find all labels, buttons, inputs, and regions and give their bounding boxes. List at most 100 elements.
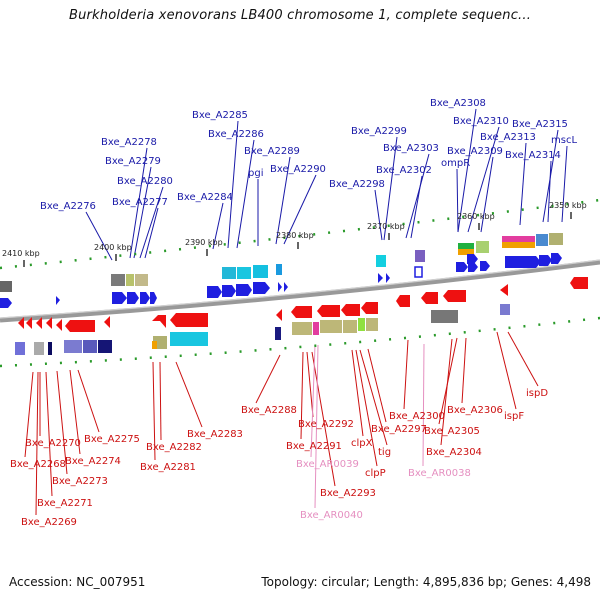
- forward-label-bxe_a2308[interactable]: Bxe_A2308: [430, 98, 486, 109]
- reverse-leader-line: [403, 339, 409, 410]
- forward-leader-line: [410, 175, 423, 239]
- forward-label-bxe_a2289[interactable]: Bxe_A2289: [244, 146, 300, 157]
- reverse-leader-line: [306, 351, 314, 418]
- reverse-label-bxe_a2293[interactable]: Bxe_A2293: [320, 488, 376, 499]
- forward-label-bxe_a2285[interactable]: Bxe_A2285: [192, 110, 248, 121]
- reverse-label-bxe_a2270[interactable]: Bxe_A2270: [25, 438, 81, 449]
- reverse-cog-blocks: [15, 304, 510, 355]
- rna-leader-line: [310, 344, 316, 458]
- reverse-label-bxe_a2291[interactable]: Bxe_A2291: [286, 441, 342, 452]
- forward-label-ompr[interactable]: ompR: [441, 158, 470, 169]
- reverse-label-clpx[interactable]: clpX: [351, 438, 373, 449]
- reverse-label-bxe_a2281[interactable]: Bxe_A2281: [140, 462, 196, 473]
- forward-leader-line: [467, 126, 500, 233]
- forward-label-bxe_a2303[interactable]: Bxe_A2303: [383, 143, 439, 154]
- kbp-tick-2350-kbp: 2350 kbp: [549, 201, 587, 210]
- kbp-tick-2370-kbp: 2370 kbp: [367, 222, 405, 231]
- forward-leader-line: [519, 142, 527, 226]
- reverse-label-bxe_a2283[interactable]: Bxe_A2283: [187, 429, 243, 440]
- map-title: Burkholderia xenovorans LB400 chromosome…: [68, 8, 532, 23]
- forward-label-bxe_a2314[interactable]: Bxe_A2314: [505, 150, 561, 161]
- forward-leader-line: [236, 139, 255, 249]
- label-leader-lines: [24, 108, 568, 516]
- forward-label-bxe_a2279[interactable]: Bxe_A2279: [105, 156, 161, 167]
- reverse-label-bxe_a2288[interactable]: Bxe_A2288: [241, 405, 297, 416]
- reverse-label-tig[interactable]: tig: [378, 447, 391, 458]
- forward-leader-line: [547, 160, 552, 223]
- kbp-tick-2360-kbp: 2360 kbp: [457, 212, 495, 221]
- reverse-leader-line: [175, 361, 203, 428]
- forward-leader-line: [405, 153, 430, 239]
- forward-label-pgi[interactable]: pgi: [248, 168, 263, 179]
- forward-leader-line: [212, 202, 224, 250]
- forward-label-bxe_a2286[interactable]: Bxe_A2286: [208, 129, 264, 140]
- reverse-label-bxe_a2275[interactable]: Bxe_A2275: [84, 434, 140, 445]
- reverse-label-bxe_a2273[interactable]: Bxe_A2273: [52, 476, 108, 487]
- reverse-label-bxe_a2306[interactable]: Bxe_A2306: [447, 405, 503, 416]
- reverse-leader-line: [45, 371, 53, 497]
- kbp-tick-2390-kbp: 2390 kbp: [185, 238, 223, 247]
- kbp-tick-2410-kbp: 2410 kbp: [2, 249, 40, 258]
- forward-label-bxe_a2298[interactable]: Bxe_A2298: [329, 179, 385, 190]
- forward-label-bxe_a2278[interactable]: Bxe_A2278: [101, 137, 157, 148]
- reverse-label-bxe_a2297[interactable]: Bxe_A2297: [371, 424, 427, 435]
- chromosome-backbone-highlight: [0, 259, 600, 319]
- reverse-label-bxe_a2268[interactable]: Bxe_A2268: [10, 459, 66, 470]
- forward-leader-line: [129, 147, 148, 259]
- forward-label-bxe_a2277[interactable]: Bxe_A2277: [112, 197, 168, 208]
- forward-label-bxe_a2284[interactable]: Bxe_A2284: [177, 192, 233, 203]
- forward-cog-blocks: [0, 233, 563, 292]
- forward-label-mscl[interactable]: mscL: [551, 135, 577, 146]
- forward-label-bxe_a2290[interactable]: Bxe_A2290: [270, 164, 326, 175]
- forward-label-bxe_a2309[interactable]: Bxe_A2309: [447, 146, 503, 157]
- forward-leader-line: [283, 174, 317, 245]
- reverse-leader-line: [77, 369, 100, 433]
- forward-leader-line: [85, 211, 113, 261]
- forward-label-bxe_a2302[interactable]: Bxe_A2302: [376, 165, 432, 176]
- forward-leader-line: [480, 156, 494, 233]
- reverse-label-bxe_a2274[interactable]: Bxe_A2274: [65, 456, 121, 467]
- forward-leader-line: [133, 166, 152, 259]
- reverse-leader-line: [311, 351, 336, 487]
- reverse-leader-line: [355, 349, 378, 467]
- reverse-leader-line: [300, 351, 304, 440]
- reverse-label-clpp[interactable]: clpP: [365, 468, 386, 479]
- forward-leader-line: [457, 108, 477, 233]
- rna-label-bxe_ar0040[interactable]: Bxe_AR0040: [300, 510, 363, 521]
- forward-label-bxe_a2276[interactable]: Bxe_A2276: [40, 201, 96, 212]
- reverse-label-bxe_a2300[interactable]: Bxe_A2300: [389, 411, 445, 422]
- reverse-leader-line: [367, 348, 387, 423]
- reverse-label-bxe_a2269[interactable]: Bxe_A2269: [21, 517, 77, 528]
- accession-text: Accession: NC_007951: [9, 575, 146, 589]
- forward-leader-line: [374, 189, 383, 241]
- forward-leader-line: [139, 186, 164, 259]
- reverse-leader-line: [496, 331, 517, 410]
- reverse-leader-line: [69, 369, 81, 455]
- forward-label-bxe_a2280[interactable]: Bxe_A2280: [117, 176, 173, 187]
- reverse-label-bxe_a2292[interactable]: Bxe_A2292: [298, 419, 354, 430]
- reverse-label-bxe_a2304[interactable]: Bxe_A2304: [426, 447, 482, 458]
- kbp-tick-2400-kbp: 2400 kbp: [94, 243, 132, 252]
- kbp-tick-2380-kbp: 2380 kbp: [276, 231, 314, 240]
- chromosome-backbone: [0, 259, 600, 323]
- forward-label-bxe_a2315[interactable]: Bxe_A2315: [512, 119, 568, 130]
- rna-label-bxe_ar0038[interactable]: Bxe_AR0038: [408, 468, 471, 479]
- inner-track-dots: [0, 316, 600, 368]
- forward-label-bxe_a2313[interactable]: Bxe_A2313: [480, 132, 536, 143]
- reverse-leader-line: [152, 361, 156, 461]
- reverse-label-ispd[interactable]: ispD: [526, 388, 548, 399]
- rna-leader-line: [422, 343, 425, 467]
- forward-leader-line: [561, 145, 568, 223]
- forward-label-bxe_a2310[interactable]: Bxe_A2310: [453, 116, 509, 127]
- reverse-label-bxe_a2282[interactable]: Bxe_A2282: [146, 442, 202, 453]
- reverse-label-bxe_a2305[interactable]: Bxe_A2305: [424, 426, 480, 437]
- reverse-label-ispf[interactable]: ispF: [504, 411, 524, 422]
- reverse-genes: [18, 277, 588, 332]
- reverse-label-bxe_a2271[interactable]: Bxe_A2271: [37, 498, 93, 509]
- rna-label-bxe_ar0039[interactable]: Bxe_AR0039: [296, 459, 359, 470]
- forward-label-bxe_a2299[interactable]: Bxe_A2299: [351, 126, 407, 137]
